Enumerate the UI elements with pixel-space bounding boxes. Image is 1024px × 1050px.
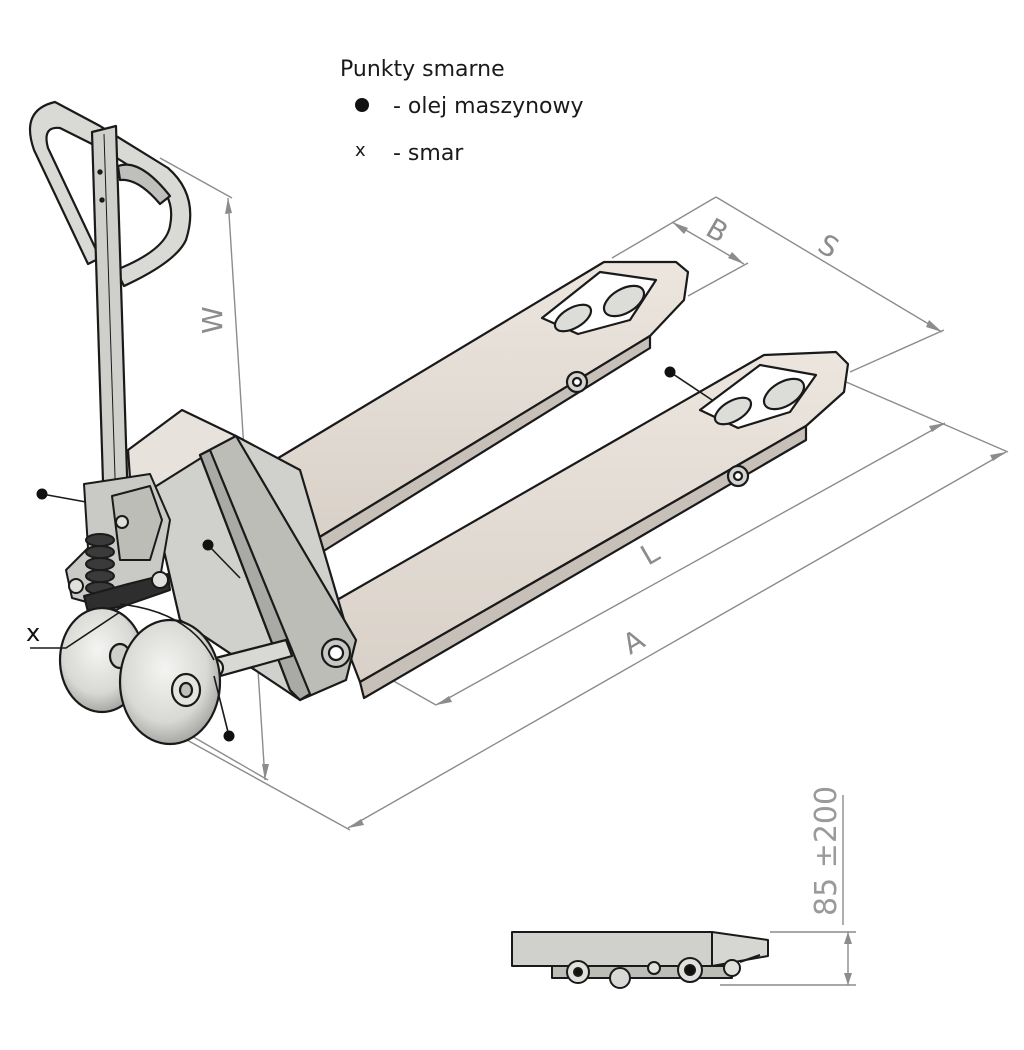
oil-point-1 [36, 488, 48, 500]
handle [29, 100, 192, 516]
filled-dot-icon [355, 98, 369, 112]
lubrication-markers: x [26, 366, 713, 742]
chassis [126, 408, 358, 702]
dim-label-a: A [617, 623, 650, 661]
dim-label-height: 85 ±200 [809, 786, 844, 916]
legend-item-grease-symbol: x [355, 140, 366, 161]
steer-wheels [58, 603, 222, 746]
grease-point-label: x [26, 619, 40, 647]
oil-point-2 [202, 539, 214, 551]
oil-point-4 [223, 730, 235, 742]
legend-item-oil: - olej maszynowy [355, 94, 584, 119]
dim-label-l: L [635, 535, 665, 572]
pump-assembly [65, 473, 171, 613]
legend-item-grease-label: - smar [393, 141, 464, 166]
dim-label-b: B [701, 211, 734, 249]
fork-far [253, 260, 690, 554]
side-view [511, 931, 769, 989]
oil-point-3 [664, 366, 676, 378]
legend-item-grease: x - smar [355, 140, 464, 166]
dim-label-s: S [813, 227, 845, 264]
legend-item-oil-label: - olej maszynowy [393, 94, 584, 119]
dim-label-w: W [196, 306, 229, 334]
fork-near [328, 350, 850, 700]
legend-title: Punkty smarne [340, 57, 505, 82]
dimension-arrows [225, 198, 1006, 985]
